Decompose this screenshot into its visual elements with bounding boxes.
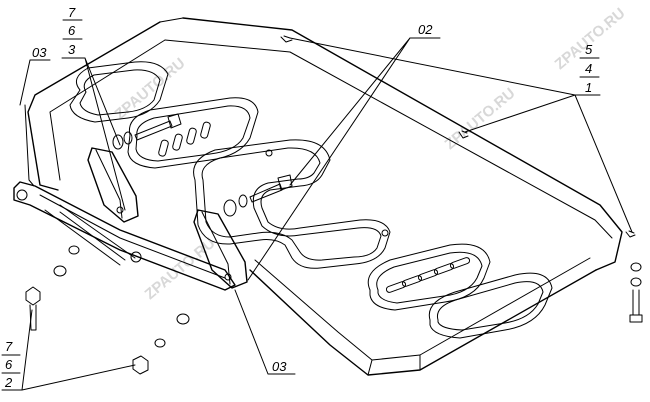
recess-oval-4-inner	[436, 281, 544, 331]
recess-center-z	[193, 139, 391, 269]
leader-5-4-1	[289, 37, 633, 233]
slot	[200, 121, 211, 139]
bolt-head	[629, 314, 643, 323]
slot	[158, 139, 169, 157]
recess-group	[69, 61, 553, 339]
watermark-3: ZPAUTO.RU	[442, 85, 519, 153]
plate-front-fold	[367, 354, 421, 376]
leader-03-bottom	[234, 289, 296, 375]
washer	[176, 313, 190, 325]
bolt-shank	[134, 120, 173, 141]
bolt-shank	[29, 304, 37, 331]
callout-right-5: 5	[585, 42, 593, 57]
recess-oval-4	[428, 272, 553, 339]
plate-left-inner	[49, 39, 166, 181]
leader-03-top	[19, 59, 51, 106]
callout-top-left-7: 7	[68, 5, 76, 20]
callout-top-left-03: 03	[32, 45, 47, 60]
recess-center-z-inner	[201, 147, 382, 261]
bolt-1-right	[629, 262, 643, 323]
washer	[238, 194, 248, 208]
leader-7-6-2	[1, 309, 136, 391]
standoff-right	[193, 209, 248, 289]
bracket-rib	[24, 104, 35, 187]
callout-bottom-left-6: 6	[5, 357, 13, 372]
washer	[630, 262, 642, 272]
mount-slot-right	[625, 230, 636, 238]
washer	[223, 199, 237, 217]
bolt-head	[277, 174, 293, 191]
watermark-group: ZPAUTO.RU ZPAUTO.RU ZPAUTO.RU ZPAUTO.RU	[112, 5, 629, 303]
bolt-head	[167, 113, 182, 129]
bolt-2-bottom	[25, 245, 80, 331]
leader-02	[247, 37, 441, 281]
callout-top-left-6: 6	[68, 23, 76, 38]
callout-right-4: 4	[585, 61, 592, 76]
plate-left-edge	[27, 21, 161, 191]
slot	[417, 269, 439, 281]
bracket-strip	[13, 181, 236, 291]
callout-right-1: 1	[585, 80, 592, 95]
callout-bottom-center-03: 03	[272, 359, 287, 374]
bolt-3-top	[112, 113, 182, 150]
slot	[385, 281, 407, 293]
callout-bottom-left-7: 7	[5, 339, 13, 354]
callout-labels: 7 6 3 03 02 5 4 1 7 6 2 03	[1, 5, 600, 390]
skid-plate	[27, 17, 636, 376]
standoff-left	[87, 147, 139, 223]
bracket-rod	[59, 211, 126, 261]
recess-oval-1	[69, 61, 169, 123]
callout-bottom-left-2: 2	[4, 375, 13, 390]
leader-7-6-3	[61, 57, 126, 211]
recess-oval-1-inner	[79, 69, 161, 116]
recess-oval-2	[127, 97, 259, 169]
washer	[154, 338, 166, 348]
bracket-hole	[16, 189, 28, 201]
bracket-hole	[130, 251, 142, 263]
callout-top-center-02: 02	[418, 22, 433, 37]
bolt-center	[223, 174, 293, 217]
standoff-left-inner	[95, 149, 123, 219]
bolt-shank	[632, 289, 640, 316]
slot	[401, 275, 423, 287]
plate-top-flange-inner	[159, 17, 613, 239]
slot	[172, 133, 183, 151]
plate-top-flange	[182, 17, 623, 271]
callout-top-left-3: 3	[68, 42, 76, 57]
standoff-hole	[116, 206, 124, 214]
slot	[186, 127, 197, 145]
slot-group	[158, 121, 471, 293]
standoff-hole	[224, 273, 232, 281]
bracket-rib	[44, 204, 136, 266]
slot	[433, 263, 455, 275]
standoff-brackets	[87, 147, 248, 289]
leader-lines	[1, 37, 633, 391]
washer	[123, 131, 133, 145]
plate-hole	[381, 229, 389, 237]
plate-front-lip	[249, 269, 597, 376]
recess-oval-2-inner	[135, 105, 251, 162]
recess-oval-3-inner	[376, 251, 483, 304]
left-mounting-bracket	[13, 104, 236, 291]
washer	[630, 277, 642, 287]
standoff-right-inner	[201, 211, 231, 285]
mount-slot-top	[280, 35, 293, 43]
slot	[449, 257, 471, 269]
bolt-head	[25, 286, 41, 306]
plate-hole	[265, 149, 273, 157]
washer	[53, 265, 67, 277]
washer	[112, 134, 124, 150]
washer	[68, 245, 80, 255]
bolt-head	[132, 355, 149, 375]
fasteners	[25, 113, 643, 375]
watermark-2: ZPAUTO.RU	[142, 235, 219, 303]
recess-oval-3	[367, 243, 491, 311]
bolt-bottom-center	[132, 313, 190, 375]
